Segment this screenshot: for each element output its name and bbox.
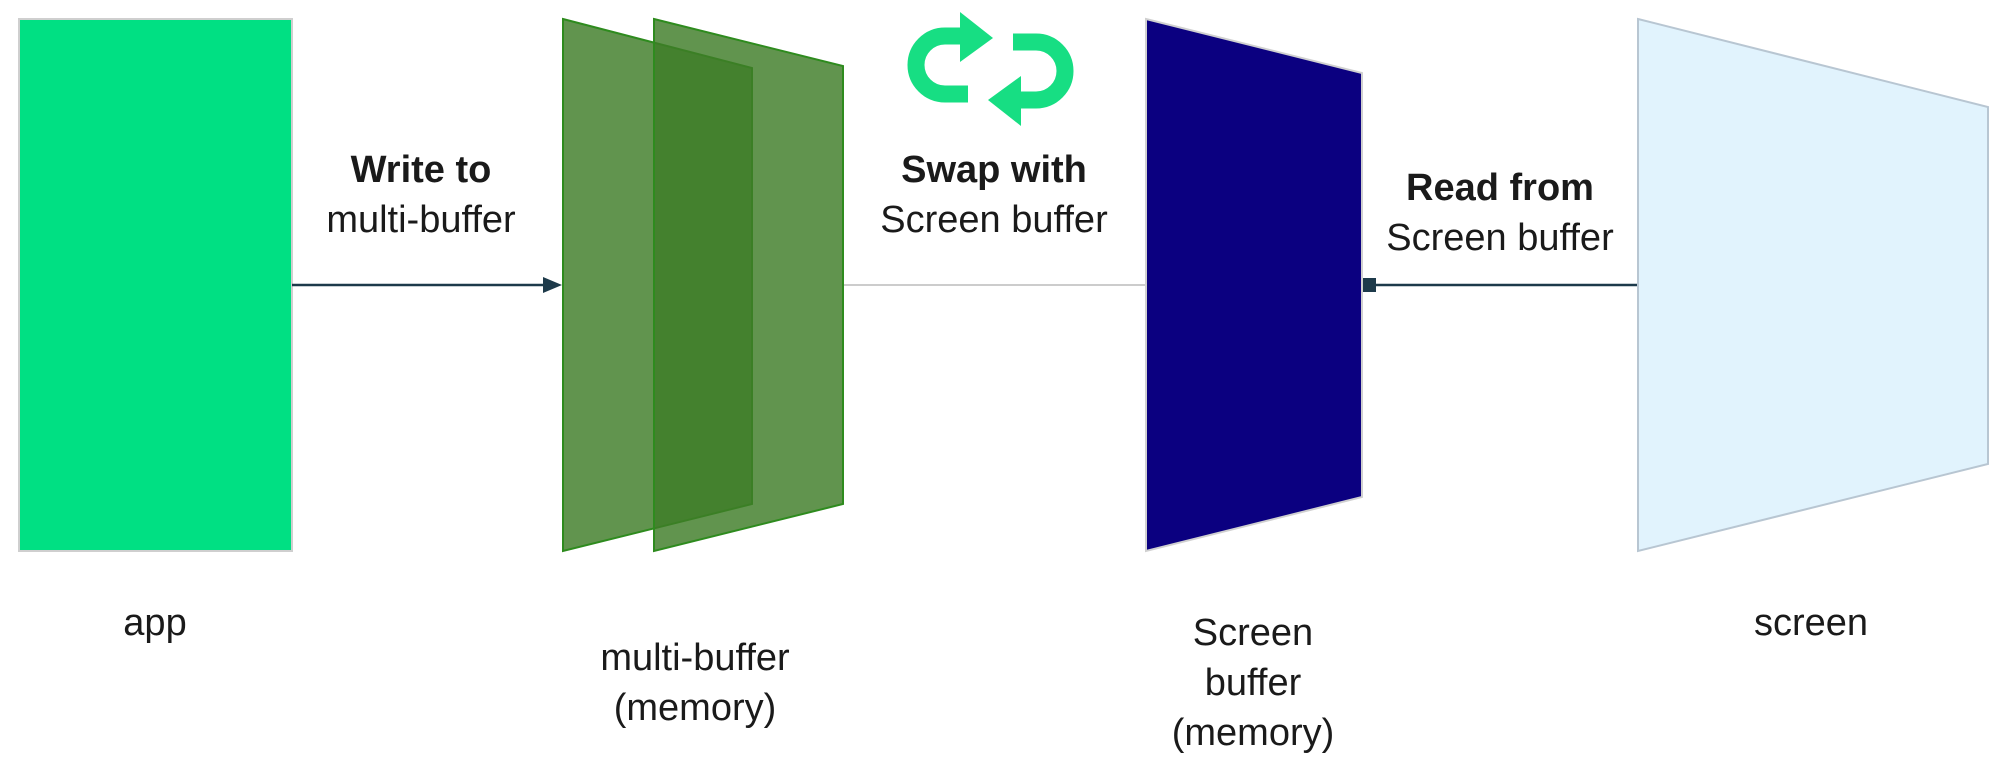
screen-block bbox=[1637, 17, 1989, 553]
app-label-text: app bbox=[123, 602, 187, 644]
app-label: app bbox=[123, 598, 186, 648]
write-label: Write to multi-buffer bbox=[326, 145, 515, 245]
write-arrow-head bbox=[543, 277, 562, 293]
read-arrow-head bbox=[1362, 278, 1376, 292]
app-block bbox=[18, 18, 293, 552]
multi-buffer-label-line2: (memory) bbox=[613, 687, 777, 729]
screen-buffer-label-line2: buffer bbox=[1204, 662, 1302, 704]
multi-buffer-frame-front bbox=[653, 17, 844, 553]
swap-label: Swap with Screen buffer bbox=[880, 145, 1107, 245]
screen-buffer-label-line1: Screen bbox=[1192, 612, 1314, 654]
write-label-normal: multi-buffer bbox=[326, 199, 516, 241]
swap-label-normal: Screen buffer bbox=[880, 199, 1108, 241]
screen-label-text: screen bbox=[1753, 602, 1869, 644]
screen-label: screen bbox=[1754, 598, 1868, 648]
screen-buffer-label: Screen buffer (memory) bbox=[1172, 608, 1335, 758]
read-label-normal: Screen buffer bbox=[1386, 217, 1614, 259]
multi-buffer-label-line1: multi-buffer bbox=[600, 637, 790, 679]
screen-buffer-block bbox=[1145, 17, 1363, 553]
multi-buffer-label: multi-buffer (memory) bbox=[600, 633, 789, 733]
screen-buffer-label-line3: (memory) bbox=[1171, 712, 1335, 754]
swap-icon bbox=[907, 12, 1074, 126]
write-label-bold: Write to bbox=[350, 149, 492, 191]
swap-label-bold: Swap with bbox=[901, 149, 1087, 191]
read-label-bold: Read from bbox=[1406, 167, 1594, 209]
read-label: Read from Screen buffer bbox=[1386, 163, 1613, 263]
